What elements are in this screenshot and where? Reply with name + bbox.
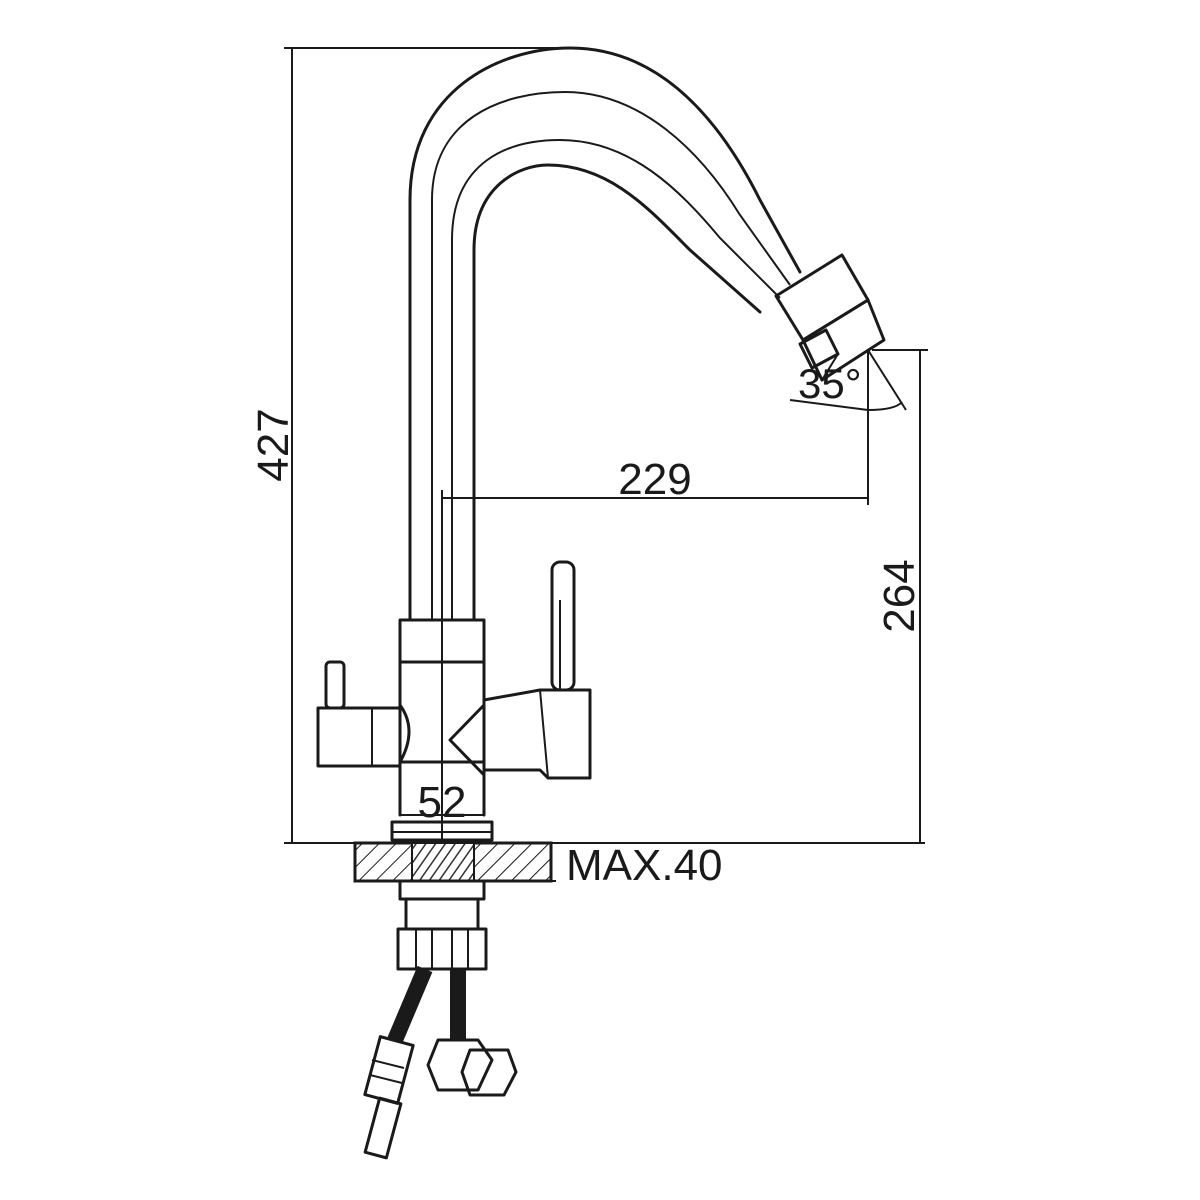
countertop-section <box>353 841 553 883</box>
right-supply-hose <box>426 969 518 1097</box>
spout <box>408 46 802 622</box>
spout-reach-label: 229 <box>618 455 691 504</box>
left-handle <box>316 660 402 768</box>
dimension-spout-height <box>872 349 928 843</box>
dimension-max-thickness <box>546 843 556 882</box>
total-height-label: 427 <box>249 408 298 481</box>
dimension-spout-reach <box>441 350 869 620</box>
spout-angle-label: 35° <box>798 360 862 407</box>
right-handle <box>482 560 592 780</box>
dimension-spout-angle <box>789 349 907 411</box>
left-supply-hose <box>363 965 433 1160</box>
mounting-shank <box>396 879 488 971</box>
max-thickness-label: MAX.40 <box>566 841 723 890</box>
dimension-total-height <box>284 47 925 844</box>
aerator <box>774 253 886 382</box>
spout-height-label: 264 <box>875 559 924 632</box>
body-width-label: 52 <box>418 778 467 827</box>
